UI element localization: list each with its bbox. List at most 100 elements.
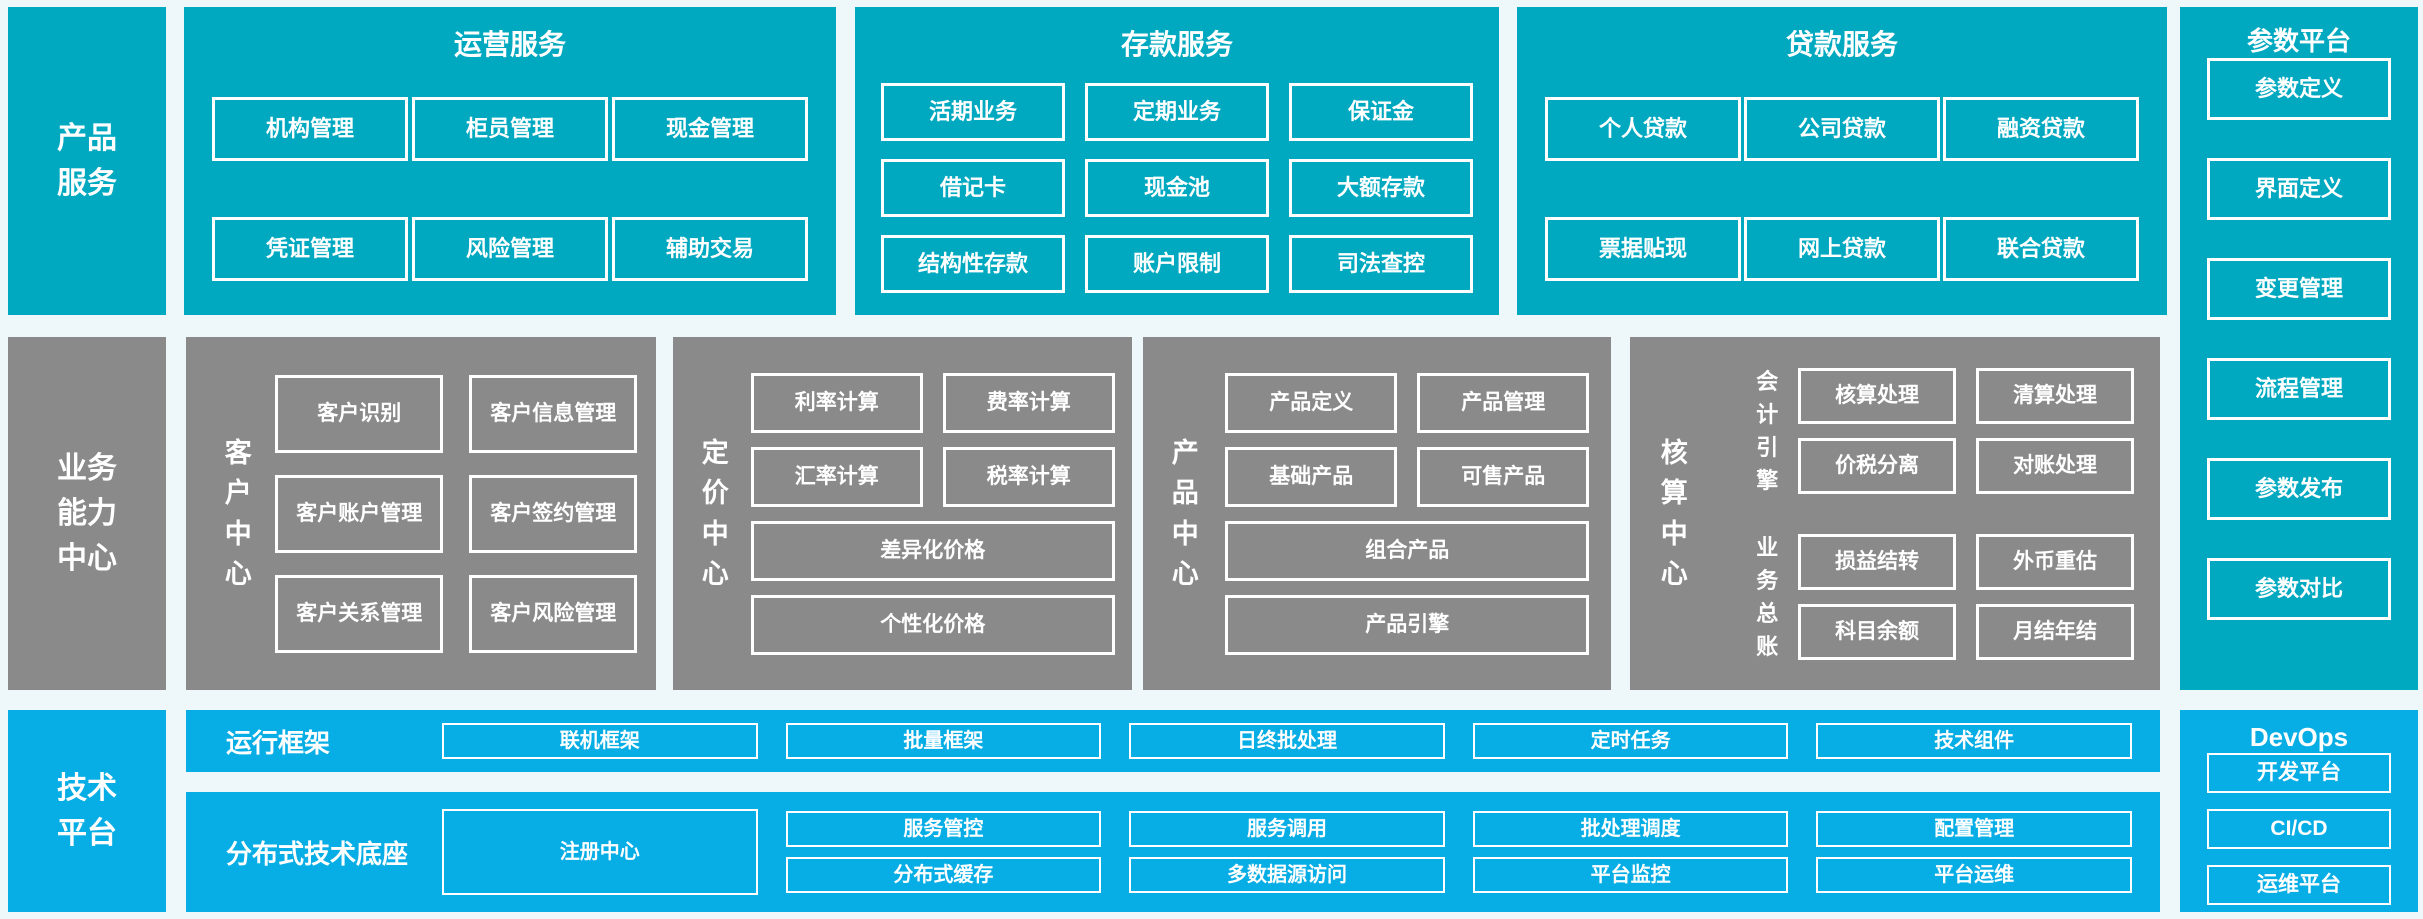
group-label: 业务总账 [1756,534,1779,659]
arch-box: 风险管理 [412,217,608,281]
tier-label-line: 中心 [57,542,117,575]
arch-box: 定期业务 [1085,83,1269,141]
box-row: 活期业务 定期业务 保证金 [855,83,1499,141]
tier-label-business-capability: 业务 能力 中心 [8,337,166,690]
section-customer-center: 客户中心 客户识别 客户信息管理 客户账户管理 客户签约管理 客户关系管理 客户… [186,337,656,690]
arch-box: 联机框架 [442,723,758,759]
arch-box: 利率计算 [750,372,923,433]
section-accounting-center: 核算中心 会计引擎 核算处理 清算处理 价税分离 对账处理 业务总账 损益结转 … [1630,337,2160,690]
arch-box: 融资贷款 [1943,97,2139,161]
center-label: 核算中心 [1660,437,1688,590]
box-grid: 注册中心 服务管控 分布式缓存 服务调用 多数据源访问 批处理调度 平台监控 配… [442,809,2132,895]
arch-box: 参数对比 [2207,558,2391,620]
accounting-group-ledger: 业务总账 损益结转 外币重估 科目余额 月结年结 [1718,531,2135,663]
box-row: 机构管理 柜员管理 现金管理 [184,97,836,161]
center-label: 客户中心 [224,437,252,590]
arch-box: 现金池 [1085,159,1269,217]
arch-box: 税率计算 [942,446,1115,507]
box-stack: 批处理调度 平台监控 [1472,809,1789,895]
arch-box: 账户限制 [1085,235,1269,293]
tier-label-line: 服务 [57,167,117,200]
tier-label-line: 产品 [57,122,117,155]
arch-box: 参数发布 [2207,458,2391,520]
arch-box: 产品定义 [1225,372,1398,433]
box-row: 结构性存款 账户限制 司法查控 [855,235,1499,293]
arch-box: 借记卡 [881,159,1065,217]
arch-box: 平台运维 [1816,857,2132,893]
arch-box: 现金管理 [612,97,808,161]
arch-box: 平台监控 [1472,857,1789,893]
arch-box: 注册中心 [442,809,758,895]
arch-box: 服务管控 [785,811,1102,847]
arch-box: 对账处理 [1976,437,2135,494]
section-title: 参数平台 [2246,26,2351,56]
arch-box: 票据贴现 [1545,217,1741,281]
center-label: 定价中心 [701,437,729,590]
section-devops: DevOps 开发平台 CI/CD 运维平台 [2180,710,2418,912]
arch-box: 网上贷款 [1744,217,1940,281]
section-title: 运营服务 [453,29,566,60]
section-product-center: 产品中心 产品定义 产品管理 基础产品 可售产品 组合产品 产品引擎 [1143,337,1611,690]
arch-box: 结构性存款 [881,235,1065,293]
arch-box: 批处理调度 [1472,811,1789,847]
section-deposit-services: 存款服务 活期业务 定期业务 保证金 借记卡 现金池 大额存款 结构性存款 账户… [855,7,1499,315]
arch-box: 日终批处理 [1129,723,1445,759]
arch-box: 产品管理 [1417,372,1590,433]
group-label: 会计引擎 [1756,368,1779,493]
arch-box: 损益结转 [1798,533,1957,590]
arch-box: 外币重估 [1976,533,2135,590]
arch-box: 个人贷款 [1545,97,1741,161]
box-grid: 产品定义 产品管理 基础产品 可售产品 组合产品 产品引擎 [1225,372,1590,655]
arch-box: 汇率计算 [750,446,923,507]
box-row: 个人贷款 公司贷款 融资贷款 [1517,97,2167,161]
arch-box: 费率计算 [942,372,1115,433]
bar-label: 分布式技术底座 [226,838,409,869]
tier-label-line: 平台 [57,817,117,850]
arch-box: 产品引擎 [1225,594,1590,655]
arch-box: 技术组件 [1816,723,2132,759]
box-row: 票据贴现 网上贷款 联合贷款 [1517,217,2167,281]
arch-box: 变更管理 [2207,258,2391,320]
arch-box: 柜员管理 [412,97,608,161]
bar-label: 运行框架 [226,727,331,758]
section-loan-services: 贷款服务 个人贷款 公司贷款 融资贷款 票据贴现 网上贷款 联合贷款 [1517,7,2167,315]
arch-box: 客户签约管理 [469,474,638,553]
arch-box: CI/CD [2207,809,2391,849]
arch-box: 界面定义 [2207,158,2391,220]
arch-box: 辅助交易 [612,217,808,281]
box-row: 联机框架 批量框架 日终批处理 定时任务 技术组件 [442,723,2132,759]
arch-box: 月结年结 [1976,603,2135,660]
arch-box: 客户账户管理 [275,474,444,553]
tier-label-tech-platform: 技术 平台 [8,710,166,912]
arch-box: 个性化价格 [750,594,1115,655]
arch-box: 差异化价格 [750,520,1115,581]
arch-box: 多数据源访问 [1129,857,1445,893]
registry-cell: 注册中心 [442,809,758,895]
arch-box: 组合产品 [1225,520,1590,581]
bar-runtime-framework: 运行框架 联机框架 批量框架 日终批处理 定时任务 技术组件 [186,710,2160,772]
box-grid: 核算处理 清算处理 价税分离 对账处理 [1798,367,2135,494]
box-stack: 服务管控 分布式缓存 [785,809,1102,895]
arch-box: 价税分离 [1798,437,1957,494]
section-operations-services: 运营服务 机构管理 柜员管理 现金管理 凭证管理 风险管理 辅助交易 [184,7,836,315]
accounting-groups: 会计引擎 核算处理 清算处理 价税分离 对账处理 业务总账 损益结转 外币重估 … [1718,365,2135,663]
box-stack: 服务调用 多数据源访问 [1129,809,1445,895]
arch-box: 凭证管理 [212,217,408,281]
arch-box: 保证金 [1289,83,1473,141]
section-pricing-center: 定价中心 利率计算 费率计算 汇率计算 税率计算 差异化价格 个性化价格 [673,337,1132,690]
arch-box: 活期业务 [881,83,1065,141]
arch-box: 核算处理 [1798,367,1957,424]
accounting-group-engine: 会计引擎 核算处理 清算处理 价税分离 对账处理 [1718,365,2135,497]
arch-box: 客户关系管理 [275,574,444,653]
arch-box: 可售产品 [1417,446,1590,507]
arch-box: 配置管理 [1816,811,2132,847]
arch-box: 大额存款 [1289,159,1473,217]
arch-box: 司法查控 [1289,235,1473,293]
section-parameter-platform: 参数平台 参数定义 界面定义 变更管理 流程管理 参数发布 参数对比 [2180,7,2418,690]
arch-box: 服务调用 [1129,811,1445,847]
arch-box: 参数定义 [2207,58,2391,120]
section-title: DevOps [2249,722,2349,752]
tier-label-line: 业务 [57,452,117,485]
arch-box: 运维平台 [2207,865,2391,905]
